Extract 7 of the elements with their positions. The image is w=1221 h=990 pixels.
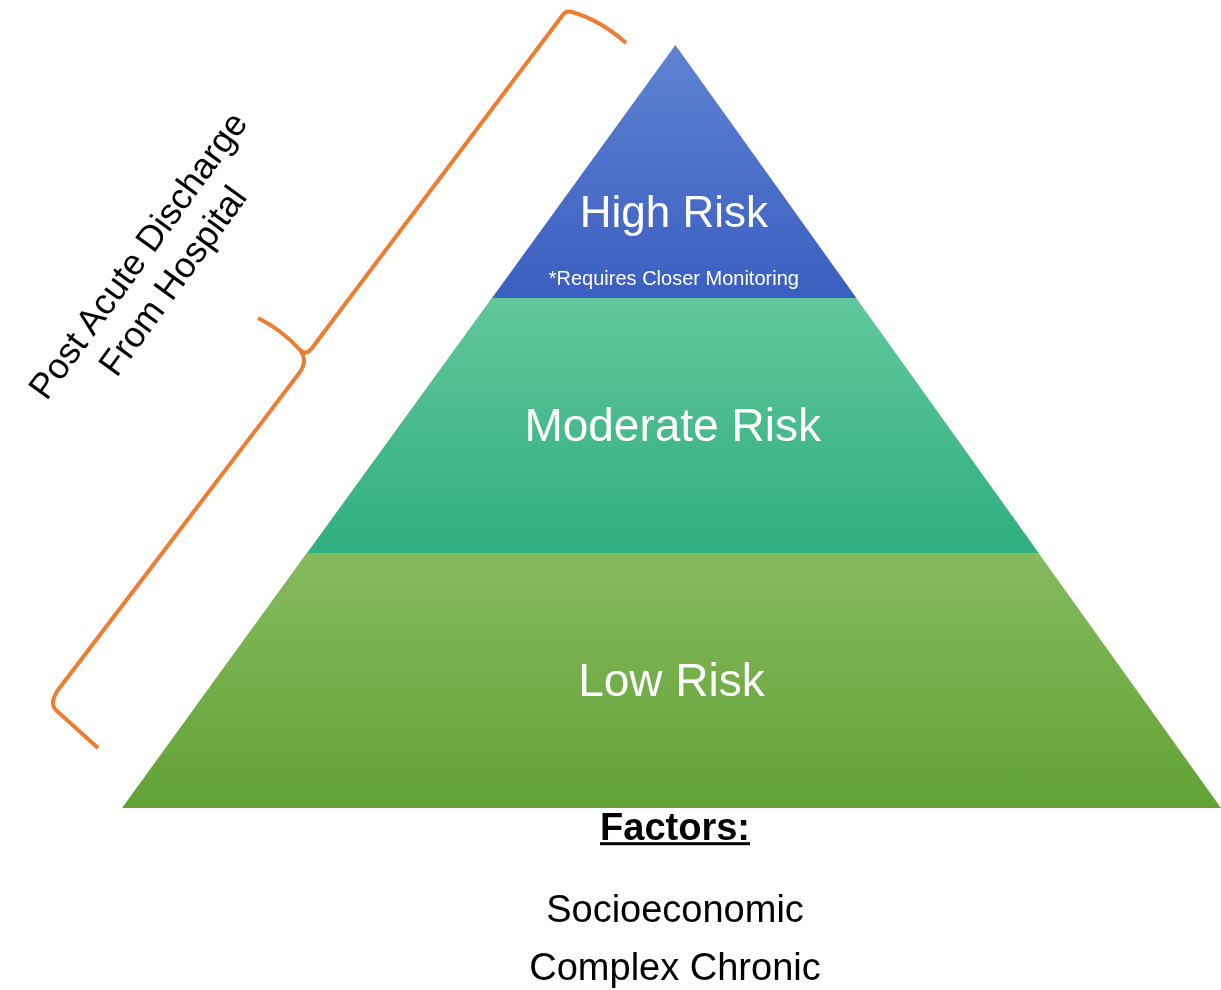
tier-note: *Requires Closer Monitoring	[548, 266, 799, 290]
factor-item: Complex Chronic	[529, 945, 821, 990]
tier-label: Low Risk	[578, 653, 765, 707]
tier-label: Moderate Risk	[524, 398, 821, 452]
factors-heading: Factors:	[600, 805, 750, 851]
tier-label: High Risk	[579, 187, 768, 237]
factor-item: Socioeconomic	[546, 887, 804, 933]
